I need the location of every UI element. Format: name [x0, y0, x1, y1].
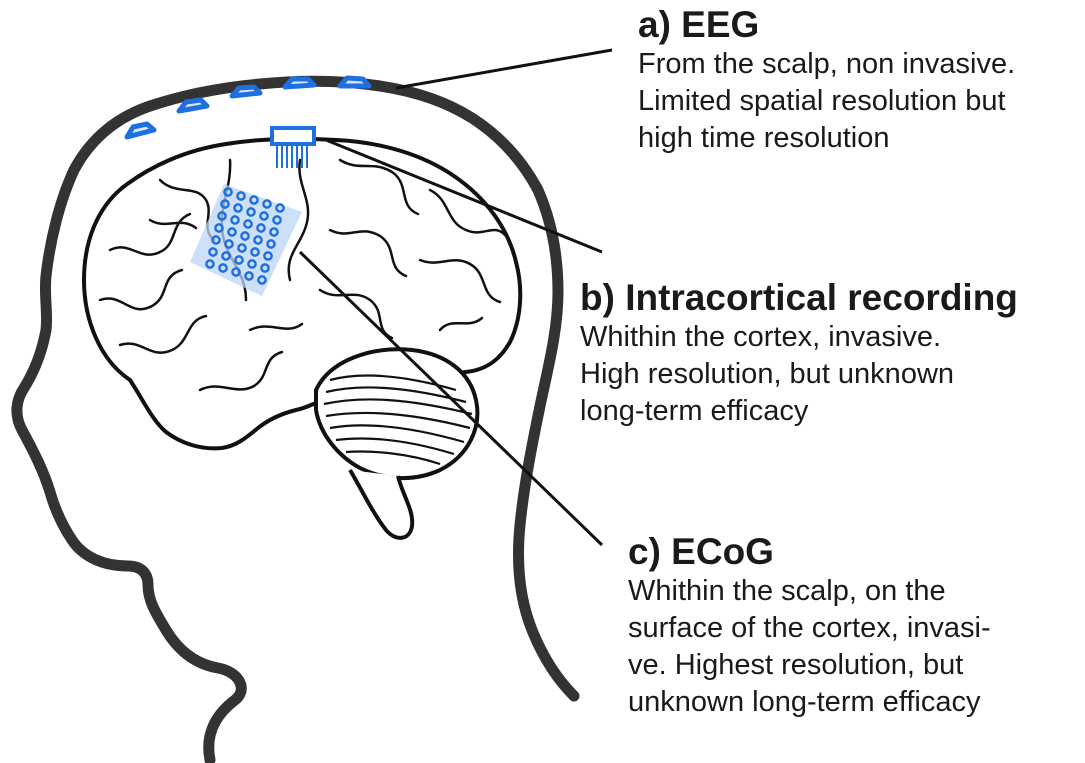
intracortical-desc-line-1: Whithin the cortex, invasive.	[580, 319, 1018, 356]
ecog-desc-line-4: unknown long-term efficacy	[628, 684, 991, 721]
eeg-title: a) EEG	[638, 4, 1015, 46]
eeg-label: a) EEG From the scalp, non invasive. Lim…	[638, 4, 1015, 157]
brain-stem	[350, 470, 412, 538]
intracortical-title: b) Intracortical recording	[580, 277, 1018, 319]
eeg-desc-line-1: From the scalp, non invasive.	[638, 46, 1015, 83]
cerebellum-icon	[316, 349, 477, 478]
eeg-desc-line-3: high time resolution	[638, 120, 1015, 157]
ecog-title: c) ECoG	[628, 531, 991, 573]
ecog-desc-line-2: surface of the cortex, invasi-	[628, 610, 991, 647]
ecog-desc-line-1: Whithin the scalp, on the	[628, 573, 991, 610]
ecog-desc-line-3: ve. Highest resolution, but	[628, 647, 991, 684]
ecog-label: c) ECoG Whithin the scalp, on the surfac…	[628, 531, 991, 721]
eeg-desc-line-2: Limited spatial resolution but	[638, 83, 1015, 120]
eeg-leader-line	[396, 50, 612, 88]
intracortical-desc-line-2: High resolution, but unknown	[580, 356, 1018, 393]
intracortical-desc-line-3: long-term efficacy	[580, 393, 1018, 430]
intracortical-label: b) Intracortical recording Whithin the c…	[580, 277, 1018, 430]
